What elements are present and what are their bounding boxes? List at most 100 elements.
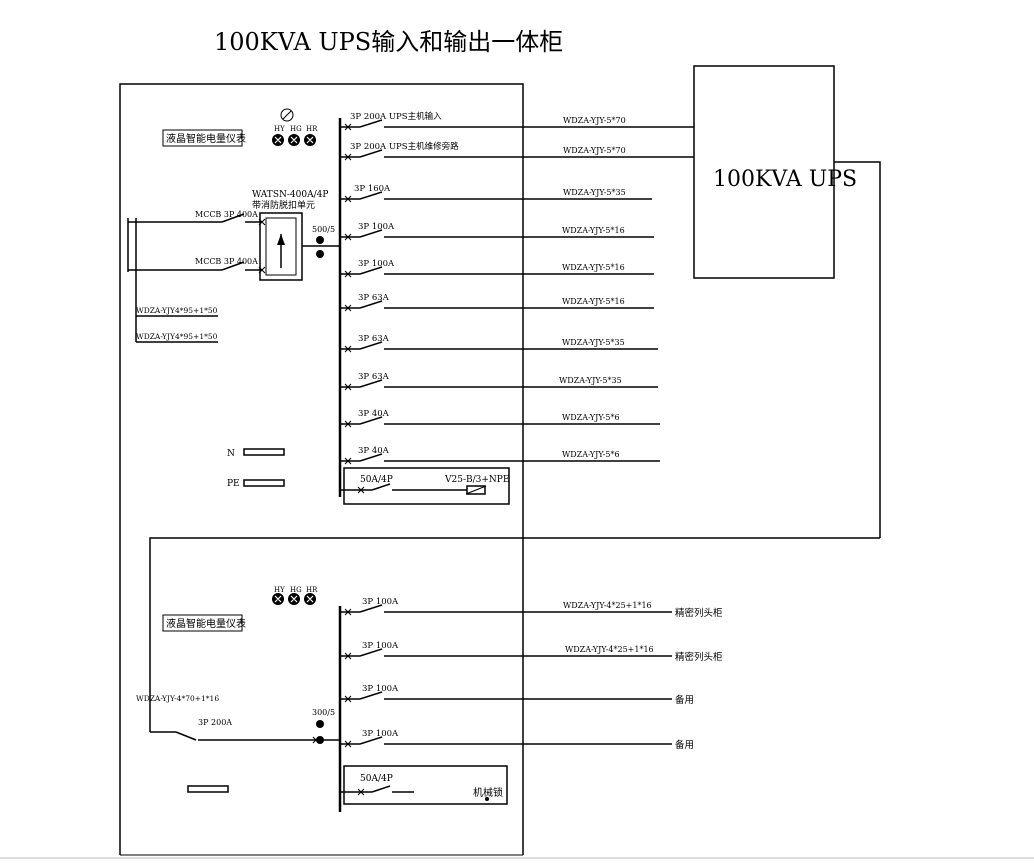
breaker-x-mark: [344, 195, 352, 203]
breaker-contact: [359, 191, 383, 200]
breaker-contact: [359, 648, 383, 657]
lock-branch-lines: [340, 785, 489, 801]
incoming-feeder-lines: [127, 213, 262, 342]
lower-lamp-hg-label: HG: [290, 586, 302, 594]
upper-feeder-breaker-label: 3P 200A UPS主机维修旁路: [350, 141, 459, 152]
upper-lamp-hy-label: HY: [274, 125, 285, 133]
pe-bar-label: PE: [227, 479, 240, 489]
upper-feeder-6: 3P 63A WDZA-YJY-5*16: [340, 293, 654, 312]
upper-cabinet-border: [119, 83, 524, 855]
lower-lamp-hr-label: HR: [306, 586, 318, 594]
lower-feeder-breaker-label: 3P 100A: [362, 729, 399, 739]
incoming-cable-2-label: WDZA-YJY4*95+1*50: [136, 332, 218, 341]
diagram-title: 100KVA UPS输入和输出一体柜: [214, 28, 563, 56]
breaker-x-mark: [344, 457, 352, 465]
upper-feeder-1: 3P 200A UPS主机输入 WDZA-YJY-5*70: [340, 111, 694, 131]
lower-feeder-destination: 精密列头柜: [675, 607, 723, 619]
lower-incoming-cable-label: WDZA-YJY-4*70+1*16: [136, 694, 219, 703]
n-bar-label: N: [227, 449, 235, 459]
upper-feeder-breaker-label: 3P 100A: [358, 259, 395, 269]
lower-feeder-cable-label: WDZA-YJY-4*25+1*16: [563, 601, 652, 610]
upper-feeder-7: 3P 63A WDZA-YJY-5*35: [340, 334, 658, 353]
breaker-contact: [359, 691, 383, 700]
upper-feeder-cable-label: WDZA-YJY-5*70: [563, 116, 626, 125]
lower-lamp-hy-label: HY: [274, 586, 285, 594]
upper-feeder-8: 3P 63A WDZA-YJY-5*35: [340, 372, 658, 391]
upper-feeder-breaker-label: 3P 100A: [358, 222, 395, 232]
breaker-x-mark: [344, 153, 352, 161]
breaker-x-mark: [344, 233, 352, 241]
lower-feeder-breaker-label: 3P 100A: [362, 597, 399, 607]
breaker-x-mark: [344, 740, 352, 748]
lower-feeder-breaker-label: 3P 100A: [362, 684, 399, 694]
lower-feeder-3: 3P 100A 备用: [340, 684, 694, 706]
lower-ct-icon: [316, 720, 324, 744]
upper-feeder-breaker-label: 3P 200A UPS主机输入: [350, 111, 442, 122]
lower-feeder-breaker-label: 3P 100A: [362, 641, 399, 651]
lock-breaker-label: 50A/4P: [360, 774, 393, 784]
upper-feeder-10: 3P 40A WDZA-YJY-5*6: [340, 446, 660, 465]
upper-feeder-breaker-label: 3P 40A: [358, 409, 390, 419]
upper-feeder-cable-label: WDZA-YJY-5*70: [563, 146, 626, 155]
n-bar: [243, 448, 285, 456]
breaker-contact: [359, 736, 383, 745]
upper-feeder-breaker-label: 3P 63A: [358, 334, 390, 344]
breaker-x-mark: [344, 270, 352, 278]
spd-breaker-label: 50A/4P: [360, 475, 393, 485]
lower-meter-label: 液晶智能电量仪表: [166, 617, 246, 630]
breaker-x-mark: [344, 420, 352, 428]
breaker-contact: [359, 379, 383, 388]
upper-feeder-9: 3P 40A WDZA-YJY-5*6: [340, 409, 660, 428]
breaker-contact: [359, 416, 383, 425]
ats-model-label: WATSN-400A/4P: [252, 190, 328, 200]
upper-feeder-cable-label: WDZA-YJY-5*6: [562, 450, 620, 459]
mechanical-lock-label: 机械锁: [473, 786, 503, 799]
ats-arrow-icon: [277, 234, 285, 268]
breaker-x-mark: [344, 695, 352, 703]
breaker-contact: [359, 266, 383, 275]
spd-box: [343, 467, 510, 505]
upper-feeder-cable-label: WDZA-YJY-5*35: [562, 338, 625, 347]
lower-cabinet-border: [149, 537, 880, 732]
lower-feeder-destination: 备用: [675, 694, 694, 706]
mccb-1-label: MCCB 3P 400A: [195, 210, 258, 219]
upper-meter-label: 液晶智能电量仪表: [166, 132, 246, 145]
upper-feeder-cable-label: WDZA-YJY-5*16: [562, 263, 625, 272]
upper-feeder-breaker-label: 3P 40A: [358, 446, 390, 456]
lower-feeder-destination: 备用: [675, 739, 694, 751]
upper-ct-label: 500/5: [312, 225, 335, 234]
upper-feeder-4: 3P 100A WDZA-YJY-5*16: [340, 222, 654, 241]
breaker-contact: [359, 300, 383, 309]
ups-label: 100KVA UPS: [713, 167, 857, 192]
upper-feeder-breaker-label: 3P 63A: [358, 372, 390, 382]
upper-feeder-cable-label: WDZA-YJY-5*16: [562, 297, 625, 306]
lower-ct-label: 300/5: [312, 708, 335, 717]
lower-feeder-4: 3P 100A 备用: [340, 729, 694, 751]
upper-feeder-cable-label: WDZA-YJY-5*6: [562, 413, 620, 422]
ats-inner-box: [265, 217, 297, 276]
spd-model-label: V25-B/3+NPE: [444, 475, 509, 485]
upper-feeder-cable-label: WDZA-YJY-5*35: [559, 376, 622, 385]
upper-feeder-cable-label: WDZA-YJY-5*35: [563, 188, 626, 197]
breaker-contact: [359, 149, 383, 158]
mccb-2-label: MCCB 3P 400A: [195, 257, 258, 266]
lower-indicator-lamp-icons: [272, 593, 316, 605]
breaker-contact: [359, 229, 383, 238]
breaker-x-mark: [344, 345, 352, 353]
breaker-x-mark: [344, 123, 352, 131]
upper-feeder-breaker-label: 3P 63A: [358, 293, 390, 303]
breaker-x-mark: [344, 383, 352, 391]
upper-feeder-cable-label: WDZA-YJY-5*16: [562, 226, 625, 235]
lower-meter-box: [162, 614, 243, 632]
lower-main-breaker-label: 3P 200A: [198, 718, 232, 727]
spd-branch-lines: [340, 483, 467, 494]
lower-n-bar: [187, 785, 229, 793]
lower-feeder-1: 3P 100A WDZA-YJY-4*25+1*16 精密列头柜: [340, 597, 723, 619]
pe-bar: [243, 479, 285, 487]
upper-indicator-lamp-icons: [272, 134, 316, 146]
upper-ct-icon: [316, 236, 324, 258]
